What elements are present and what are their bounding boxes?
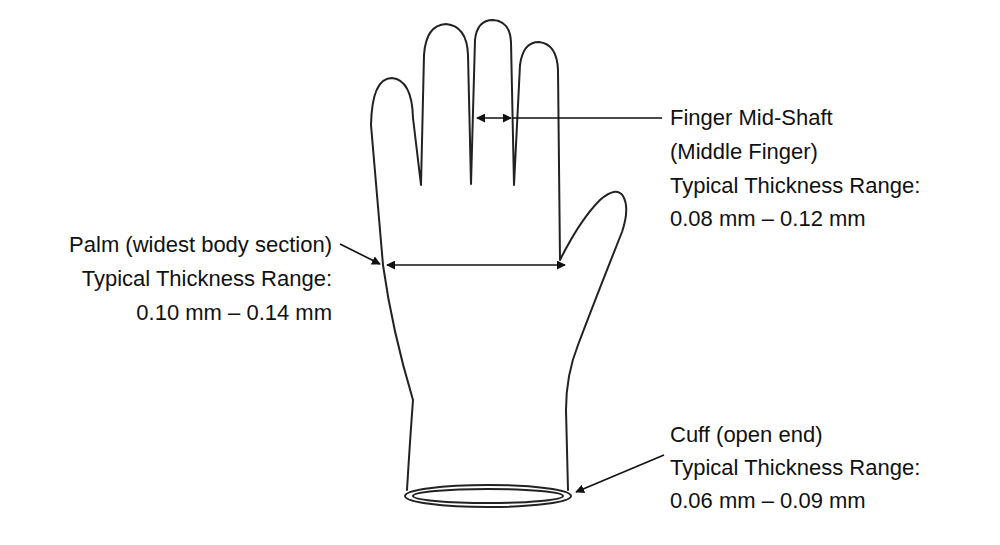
callout-text: 0.06 mm – 0.09 mm (670, 488, 866, 514)
callout-text: Cuff (open end) (670, 422, 822, 448)
finger-dimension-arrow (477, 117, 511, 119)
finger-leader-line (512, 117, 662, 119)
cuff-ring-inner (413, 489, 563, 503)
callout-text: Palm (widest body section) (69, 232, 332, 258)
callout-text: Typical Thickness Range: (82, 266, 332, 292)
palm-dimension-arrow (387, 264, 565, 266)
callout-text: Finger Mid-Shaft (670, 105, 833, 131)
callout-text: 0.10 mm – 0.14 mm (136, 300, 332, 326)
callout-text: Typical Thickness Range: (670, 455, 920, 481)
cuff-leader-line (576, 455, 664, 492)
cuff-ring (405, 485, 571, 507)
callout-text: 0.08 mm – 0.12 mm (670, 206, 866, 232)
glove-outline (371, 20, 626, 490)
palm-leader-line (340, 244, 380, 264)
callout-text: (Middle Finger) (670, 139, 818, 165)
callout-text: Typical Thickness Range: (670, 173, 920, 199)
